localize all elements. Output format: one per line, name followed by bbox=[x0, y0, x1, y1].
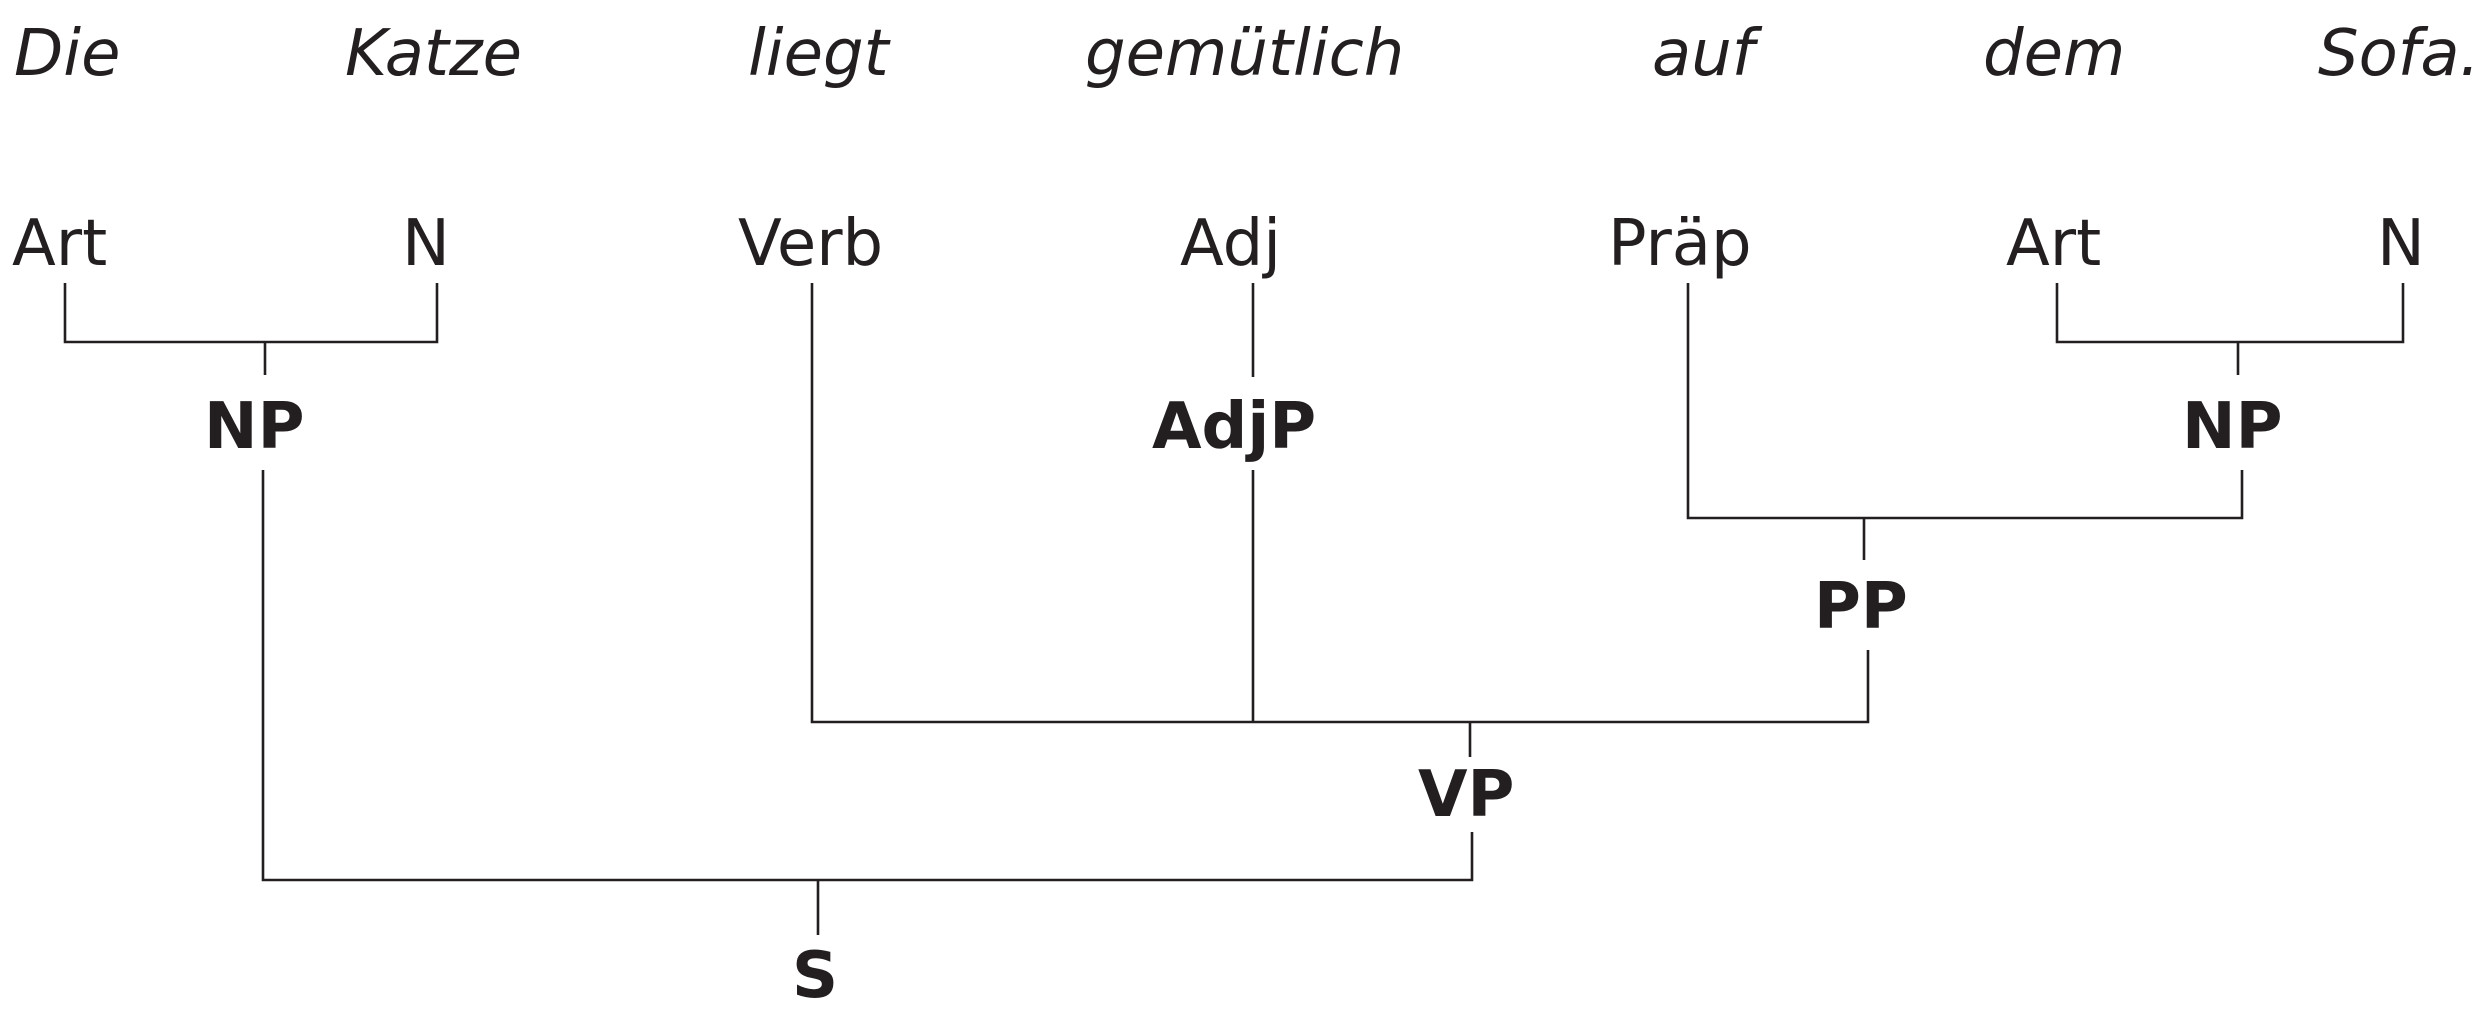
phrase-labels: NP AdjP NP PP VP S bbox=[204, 390, 2282, 1013]
tree-edges bbox=[63, 283, 2405, 935]
phrase-pp: PP bbox=[1814, 570, 1908, 644]
pos-praep: Präp bbox=[1608, 207, 1752, 281]
edge-pp bbox=[1686, 283, 2244, 560]
edge-np1 bbox=[63, 283, 439, 375]
word-die: Die bbox=[14, 17, 120, 91]
edge-vp bbox=[810, 283, 1870, 757]
sentence-words: Die Katze liegt gemütlich auf dem Sofa. bbox=[14, 17, 2476, 91]
pos-n-2: N bbox=[2377, 207, 2425, 281]
word-dem: dem bbox=[1983, 17, 2125, 91]
pos-adj: Adj bbox=[1180, 207, 1281, 281]
word-gemuetlich: gemütlich bbox=[1085, 17, 1404, 91]
phrase-np-2: NP bbox=[2182, 390, 2282, 464]
word-liegt: liegt bbox=[748, 17, 892, 91]
word-sofa: Sofa. bbox=[2318, 17, 2476, 91]
phrase-s: S bbox=[792, 939, 838, 1013]
pos-verb: Verb bbox=[738, 207, 883, 281]
phrase-adjp: AdjP bbox=[1152, 390, 1316, 464]
pos-art-2: Art bbox=[2006, 207, 2101, 281]
phrase-np-1: NP bbox=[204, 390, 304, 464]
edge-np2 bbox=[2055, 283, 2405, 375]
edge-s bbox=[261, 470, 1474, 935]
pos-art-1: Art bbox=[12, 207, 107, 281]
pos-labels: Art N Verb Adj Präp Art N bbox=[12, 207, 2425, 281]
word-katze: Katze bbox=[345, 17, 522, 91]
phrase-vp: VP bbox=[1418, 758, 1514, 832]
word-auf: auf bbox=[1652, 17, 1763, 91]
pos-n-1: N bbox=[402, 207, 450, 281]
